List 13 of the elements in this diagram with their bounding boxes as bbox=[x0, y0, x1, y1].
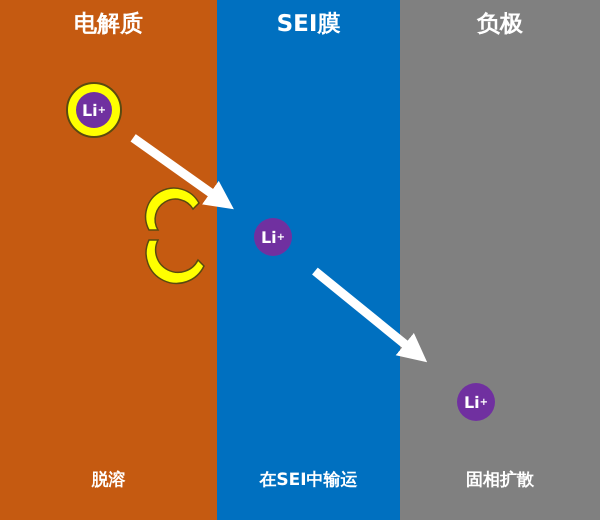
band-heading: SEI膜 bbox=[276, 10, 342, 39]
arrow bbox=[312, 268, 428, 362]
process-label: 脱溶 bbox=[90, 469, 126, 491]
process-label: 固相扩散 bbox=[465, 469, 535, 491]
process-label: 在SEI中输运 bbox=[258, 469, 359, 491]
lithium-ion-circle: Li$^{+}$ bbox=[254, 218, 292, 256]
region-band bbox=[217, 0, 400, 520]
region-band bbox=[0, 0, 217, 520]
region-band bbox=[400, 0, 600, 520]
lithium-ion-circle: Li$^{+}$ bbox=[457, 383, 495, 421]
band-heading: 电解质 bbox=[73, 10, 144, 39]
arrow bbox=[130, 134, 234, 210]
band-heading: 负极 bbox=[476, 10, 524, 39]
